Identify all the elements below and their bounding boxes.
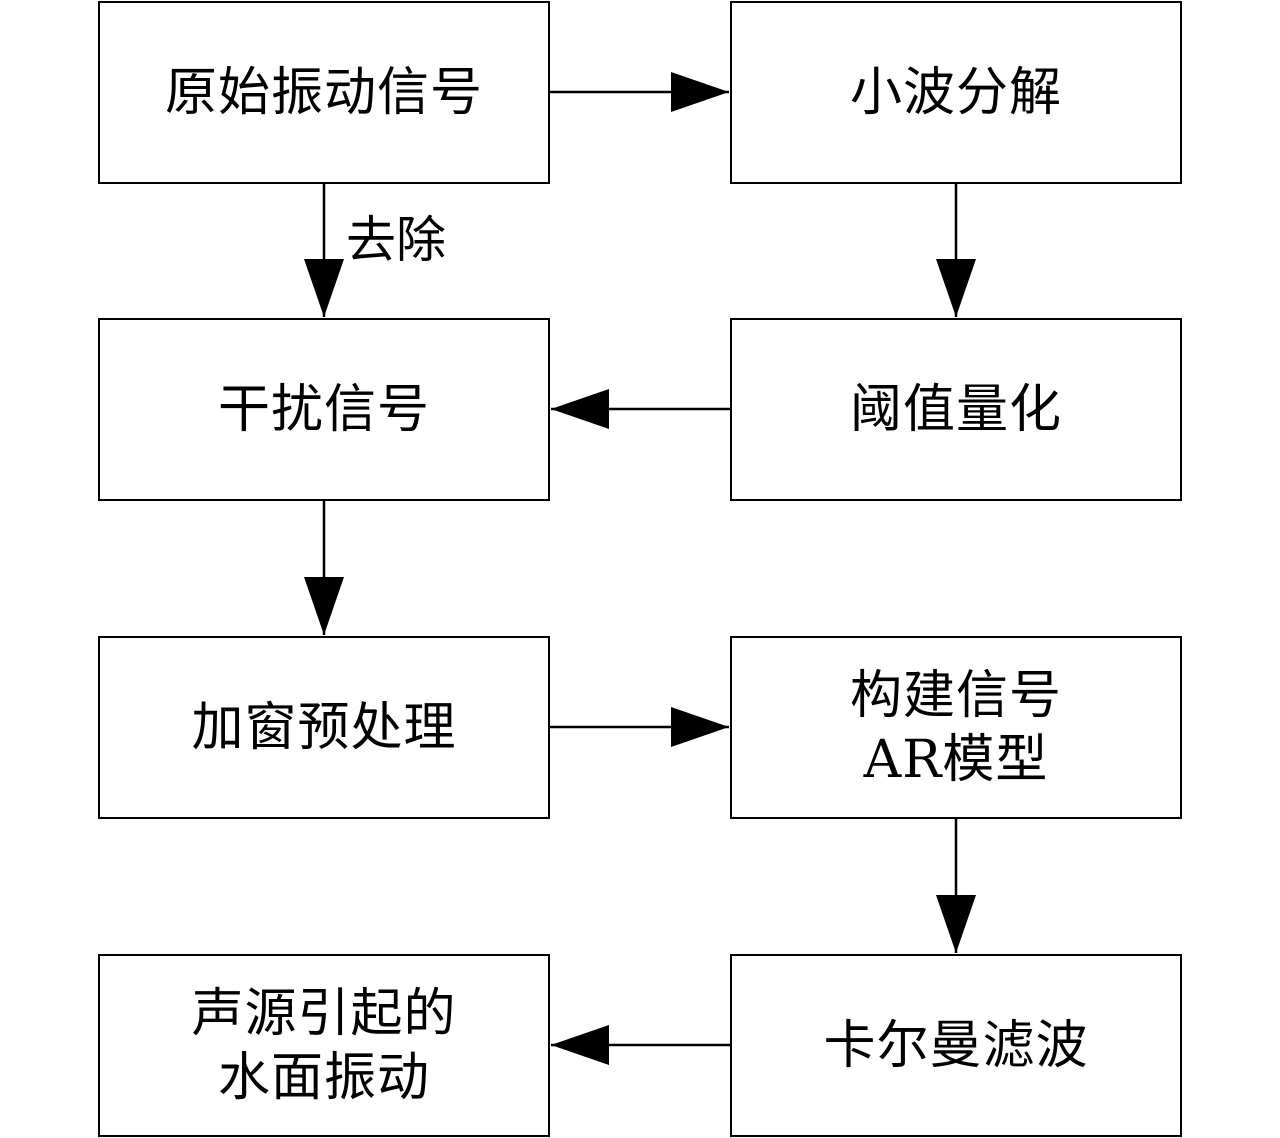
node-label-line1: 构建信号	[849, 665, 1062, 726]
node-ar-model: 构建信号 AR模型	[730, 636, 1182, 819]
node-label: 阈值量化	[849, 379, 1062, 440]
node-label: 小波分解	[849, 62, 1062, 123]
node-threshold-quantization: 阈值量化	[730, 318, 1182, 501]
node-label: 干扰信号	[217, 379, 430, 440]
node-label: 卡尔曼滤波	[823, 1015, 1089, 1076]
node-water-surface-vibration: 声源引起的 水面振动	[98, 954, 550, 1137]
node-raw-vibration-signal: 原始振动信号	[98, 1, 550, 184]
node-label-line2: AR模型	[863, 729, 1049, 790]
node-label-line1: 声源引起的	[191, 983, 457, 1044]
node-label-line2: 水面振动	[217, 1047, 430, 1108]
node-wavelet-decomposition: 小波分解	[730, 1, 1182, 184]
edge-label-remove: 去除	[346, 211, 446, 269]
node-label: 加窗预处理	[191, 697, 457, 758]
node-interference-signal: 干扰信号	[98, 318, 550, 501]
node-kalman-filter: 卡尔曼滤波	[730, 954, 1182, 1137]
node-window-preprocessing: 加窗预处理	[98, 636, 550, 819]
node-label: 原始振动信号	[164, 62, 483, 123]
